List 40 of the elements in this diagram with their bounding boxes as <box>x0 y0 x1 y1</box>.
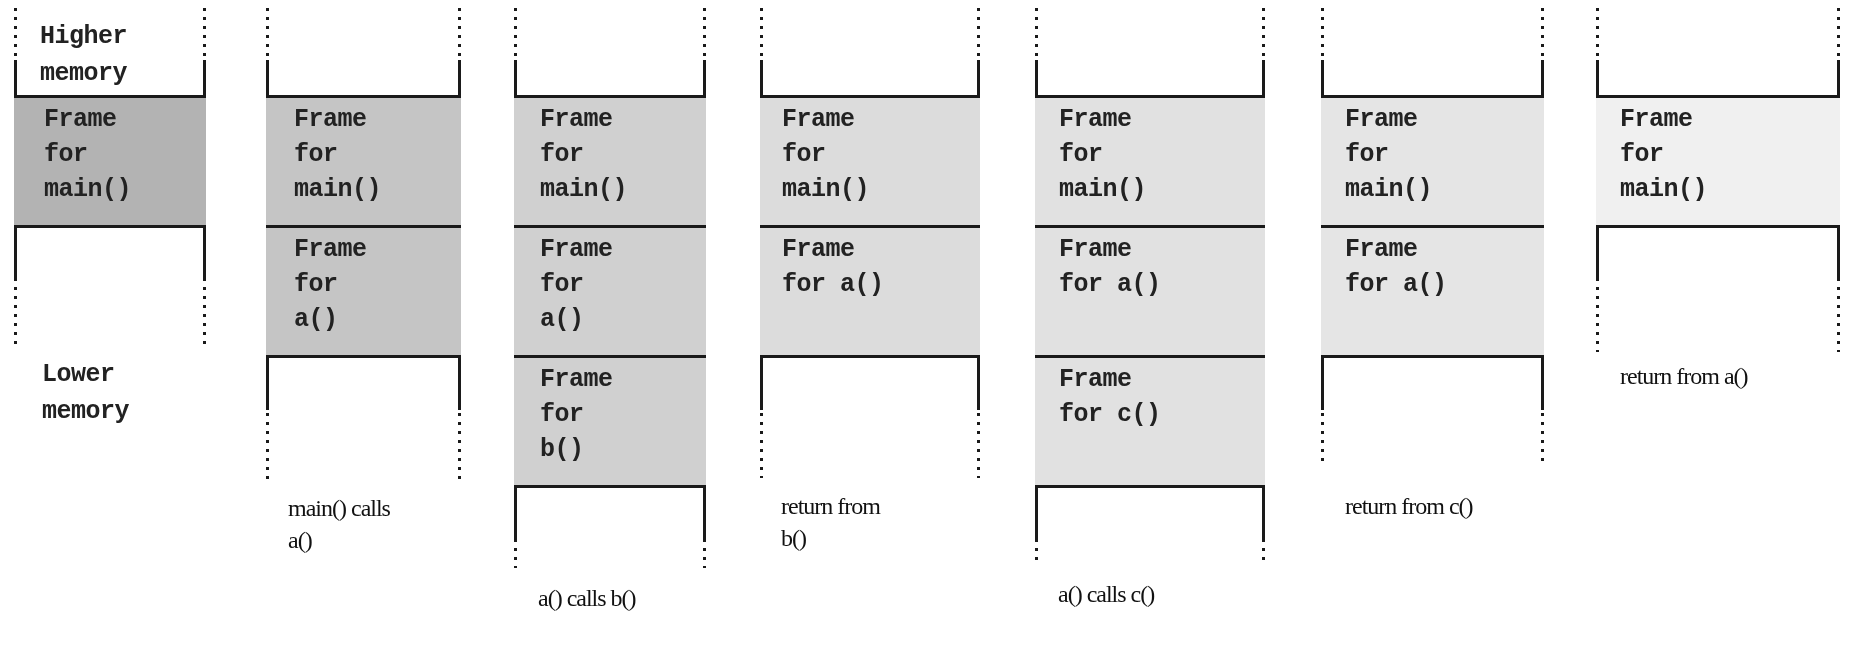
stack-frame <box>1035 95 1265 228</box>
stack-frame <box>14 95 206 228</box>
stack-frame <box>1035 355 1265 488</box>
stack-frame <box>514 355 706 488</box>
step-caption: return from a() <box>1620 362 1749 391</box>
frame-label: Frame for a() <box>1345 234 1448 301</box>
step-caption: main() calls a() <box>288 494 391 555</box>
frame-label: Frame for main() <box>1059 104 1147 206</box>
stack-column <box>760 8 980 478</box>
frame-label: Frame for main() <box>294 104 382 206</box>
stack-frame <box>1321 225 1544 358</box>
frame-label: Frame for a() <box>1059 234 1162 301</box>
stack-frame <box>266 225 461 358</box>
frame-label: Frame for c() <box>1059 364 1162 431</box>
stack-frame <box>1035 225 1265 358</box>
frame-label: Frame for main() <box>1345 104 1433 206</box>
frame-label: Frame for main() <box>44 104 132 206</box>
frame-label: Frame for main() <box>540 104 628 206</box>
step-caption: return from c() <box>1345 492 1474 521</box>
step-caption: a() calls c() <box>1058 580 1156 609</box>
frame-label: Frame for a() <box>540 234 614 336</box>
stack-frame <box>266 95 461 228</box>
frame-label: Frame for a() <box>294 234 368 336</box>
frame-label: Frame for main() <box>1620 104 1708 206</box>
stack-frame <box>760 225 980 358</box>
stack-frame <box>514 95 706 228</box>
frame-label: Frame for b() <box>540 364 614 466</box>
stack-frame <box>514 225 706 358</box>
memory-label: Higher memory <box>40 21 128 90</box>
stack-frame <box>1321 95 1544 228</box>
stack-column <box>514 8 706 568</box>
memory-label: Lower memory <box>42 359 130 428</box>
stack-column <box>1596 8 1840 352</box>
stack-frame <box>1596 95 1840 228</box>
frame-label: Frame for a() <box>782 234 885 301</box>
stack-frame <box>760 95 980 228</box>
step-caption: return from b() <box>781 492 881 553</box>
step-caption: a() calls b() <box>538 584 637 613</box>
frame-label: Frame for main() <box>782 104 870 206</box>
stack-column <box>1321 8 1544 462</box>
